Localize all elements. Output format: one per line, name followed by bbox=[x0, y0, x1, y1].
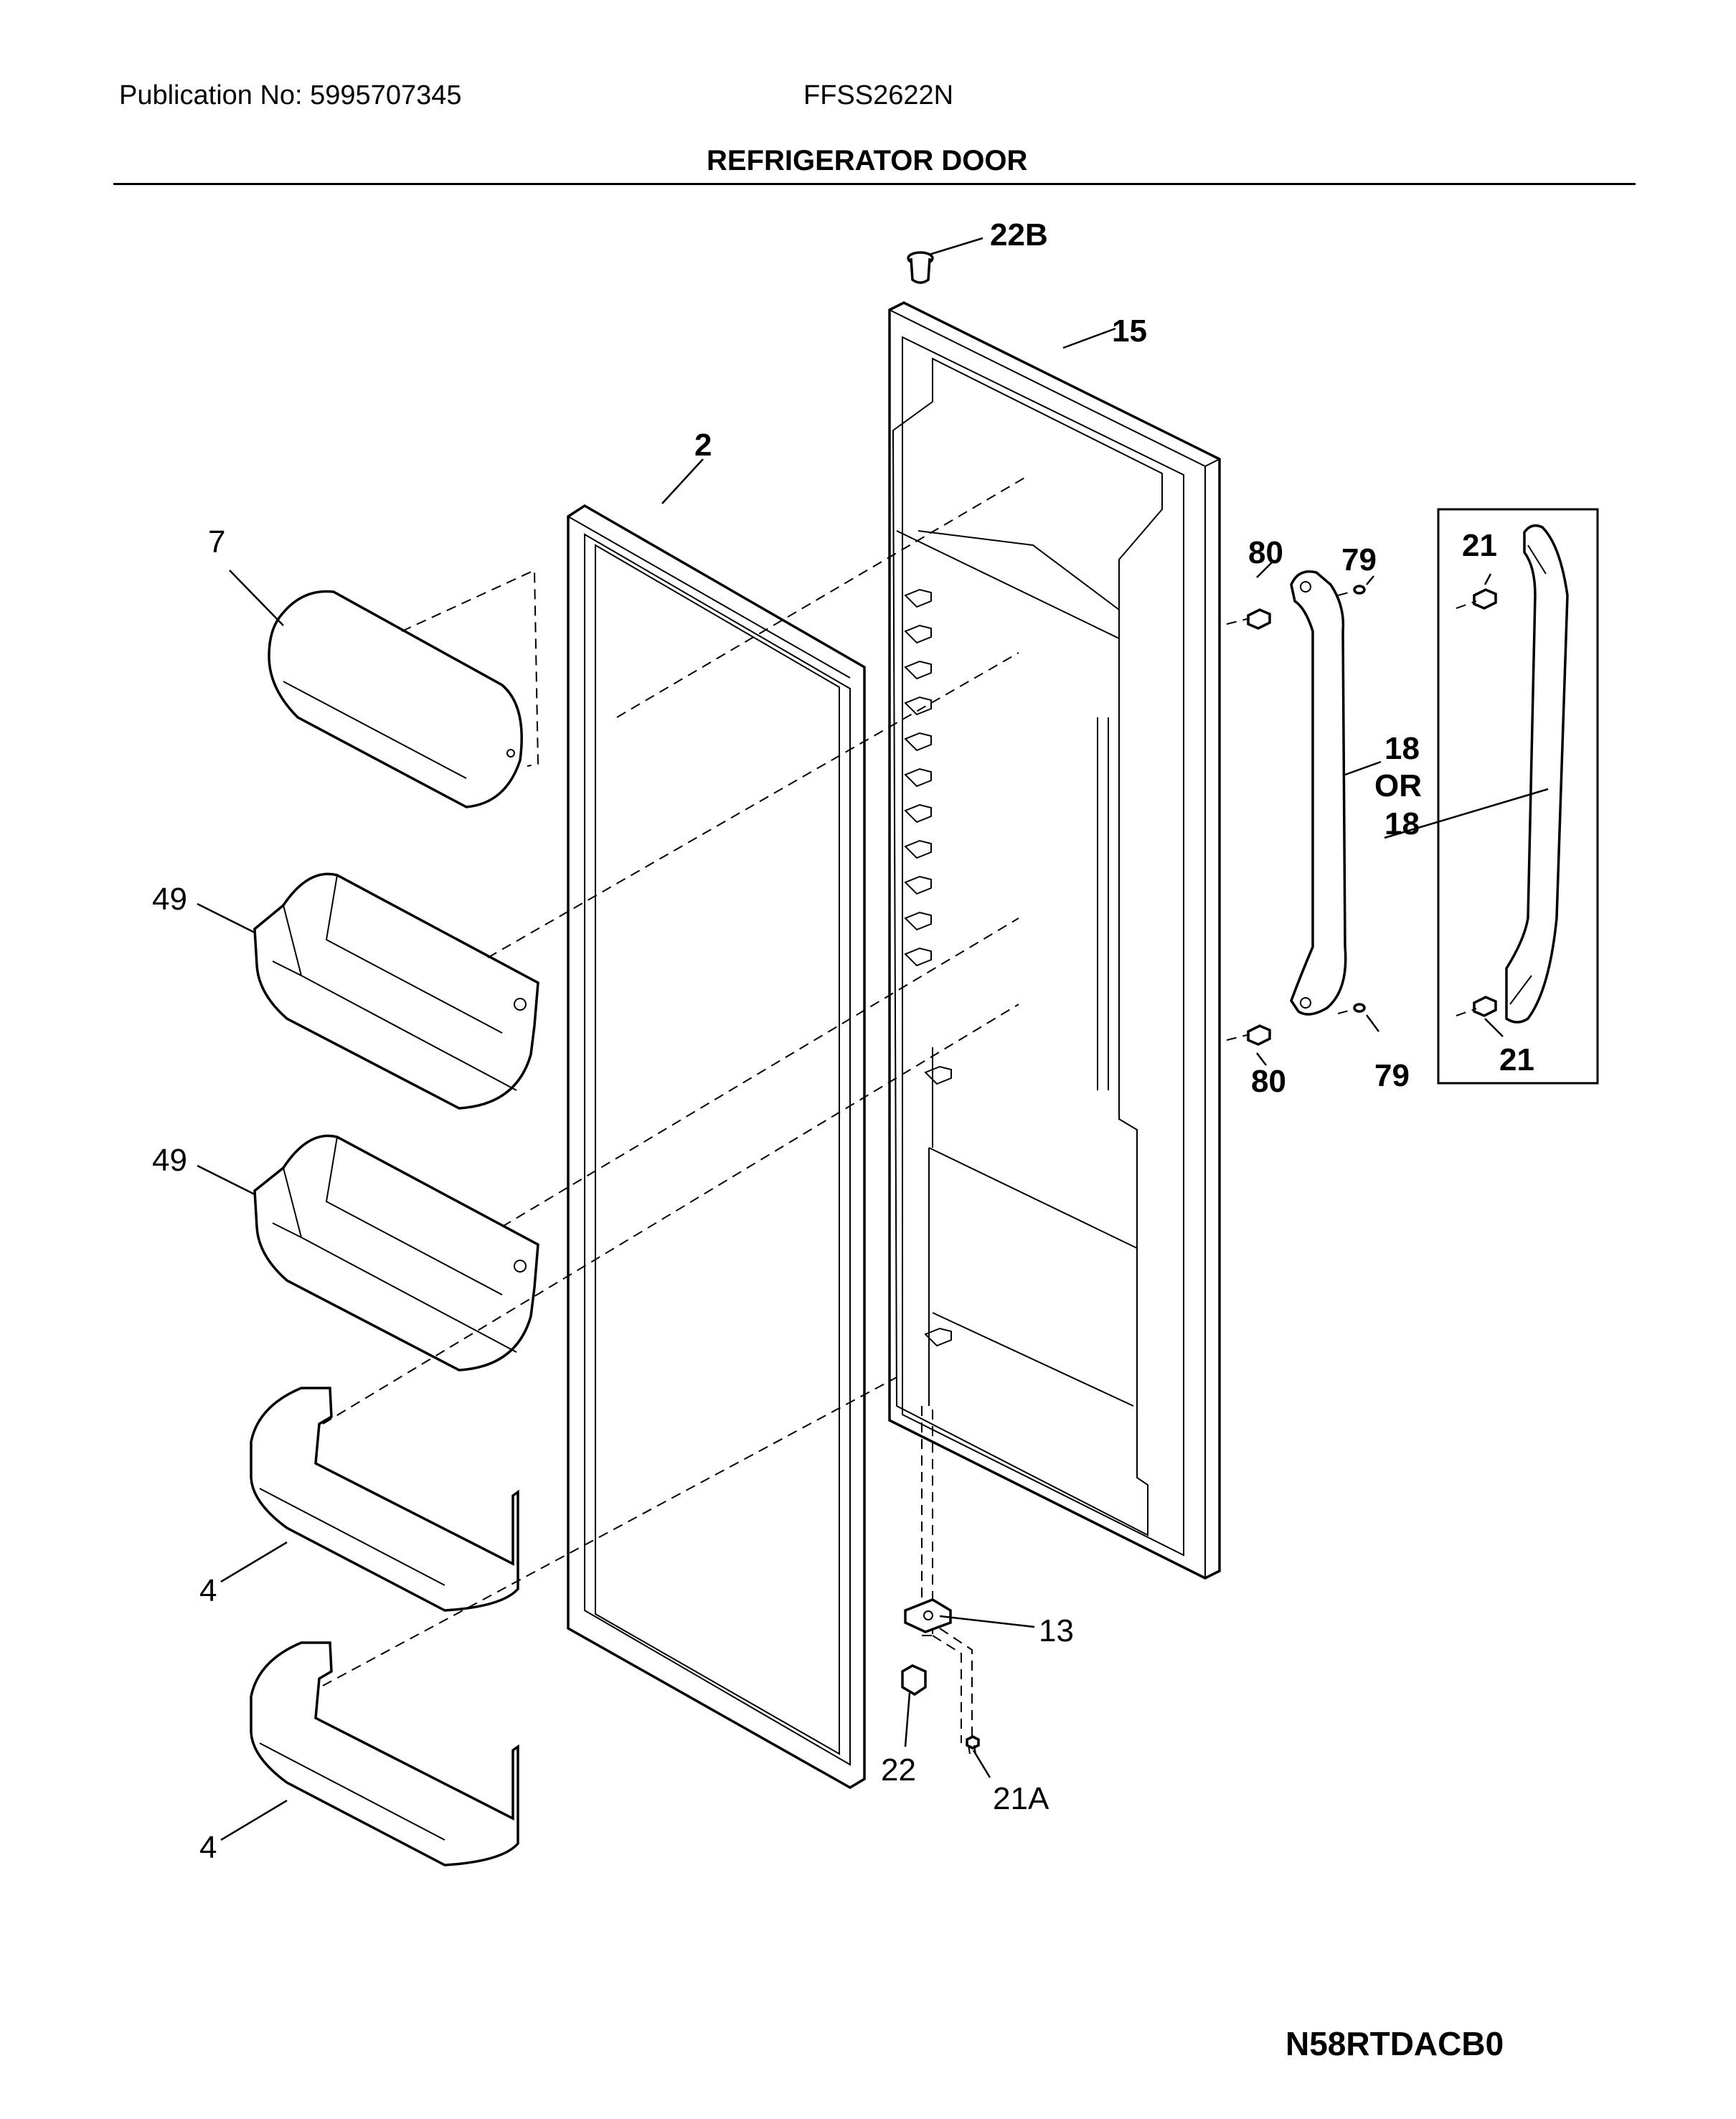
door-handle-part-18[interactable] bbox=[1226, 570, 1366, 1046]
callout-21a: 21A bbox=[993, 1781, 1049, 1816]
callout-7: 7 bbox=[208, 524, 225, 560]
alternate-handle-box bbox=[1437, 508, 1599, 1085]
callout-21-bottom: 21 bbox=[1499, 1042, 1534, 1077]
callout-79-bottom: 79 bbox=[1374, 1058, 1410, 1093]
callout-18-upper: 18 bbox=[1384, 731, 1420, 766]
callout-22: 22 bbox=[881, 1752, 916, 1788]
callout-49-lower: 49 bbox=[152, 1143, 187, 1178]
callout-22b: 22B bbox=[990, 217, 1048, 253]
door-handle-alt-part-18[interactable] bbox=[1456, 524, 1569, 1024]
dairy-door-part-7[interactable] bbox=[268, 590, 523, 808]
callout-13: 13 bbox=[1039, 1613, 1074, 1648]
publication-number: Publication No: 5995707345 bbox=[119, 80, 462, 110]
header-rule bbox=[113, 183, 1636, 185]
refrigerator-door-part-15[interactable] bbox=[888, 301, 1221, 1580]
hinge-bracket-part-13[interactable] bbox=[904, 1598, 952, 1633]
callout-21-top: 21 bbox=[1462, 528, 1497, 563]
door-bin-part-49-lower[interactable] bbox=[253, 1134, 539, 1372]
screw-part-21a[interactable] bbox=[966, 1735, 980, 1755]
callout-79-top: 79 bbox=[1341, 542, 1377, 577]
leader-lines bbox=[197, 237, 1549, 1841]
callout-80-bottom: 80 bbox=[1251, 1064, 1286, 1099]
diagram-title: REFRIGERATOR DOOR bbox=[707, 145, 1028, 176]
door-shelf-part-4-lower[interactable] bbox=[250, 1641, 519, 1866]
diagram-code: N58RTDACB0 bbox=[1286, 2025, 1504, 2062]
door-shelf-part-4-upper[interactable] bbox=[250, 1387, 519, 1612]
door-shelf-supports bbox=[904, 588, 952, 1347]
callout-4-lower: 4 bbox=[199, 1830, 217, 1865]
hinge-bushing-part-22[interactable] bbox=[901, 1664, 927, 1696]
callout-or: OR bbox=[1374, 768, 1422, 803]
callout-80-top: 80 bbox=[1248, 535, 1283, 570]
callout-15: 15 bbox=[1112, 313, 1147, 349]
callout-49-upper: 49 bbox=[152, 882, 187, 917]
alignment-dashes bbox=[322, 476, 1027, 1743]
hinge-cap-part-22b[interactable] bbox=[907, 251, 934, 284]
callout-18-lower: 18 bbox=[1384, 806, 1420, 841]
callout-4-upper: 4 bbox=[199, 1573, 217, 1608]
model-number: FFSS2622N bbox=[803, 80, 954, 110]
callout-2: 2 bbox=[694, 428, 712, 463]
door-bin-part-49-upper[interactable] bbox=[253, 872, 539, 1110]
door-gasket-part-2[interactable] bbox=[567, 504, 866, 1790]
